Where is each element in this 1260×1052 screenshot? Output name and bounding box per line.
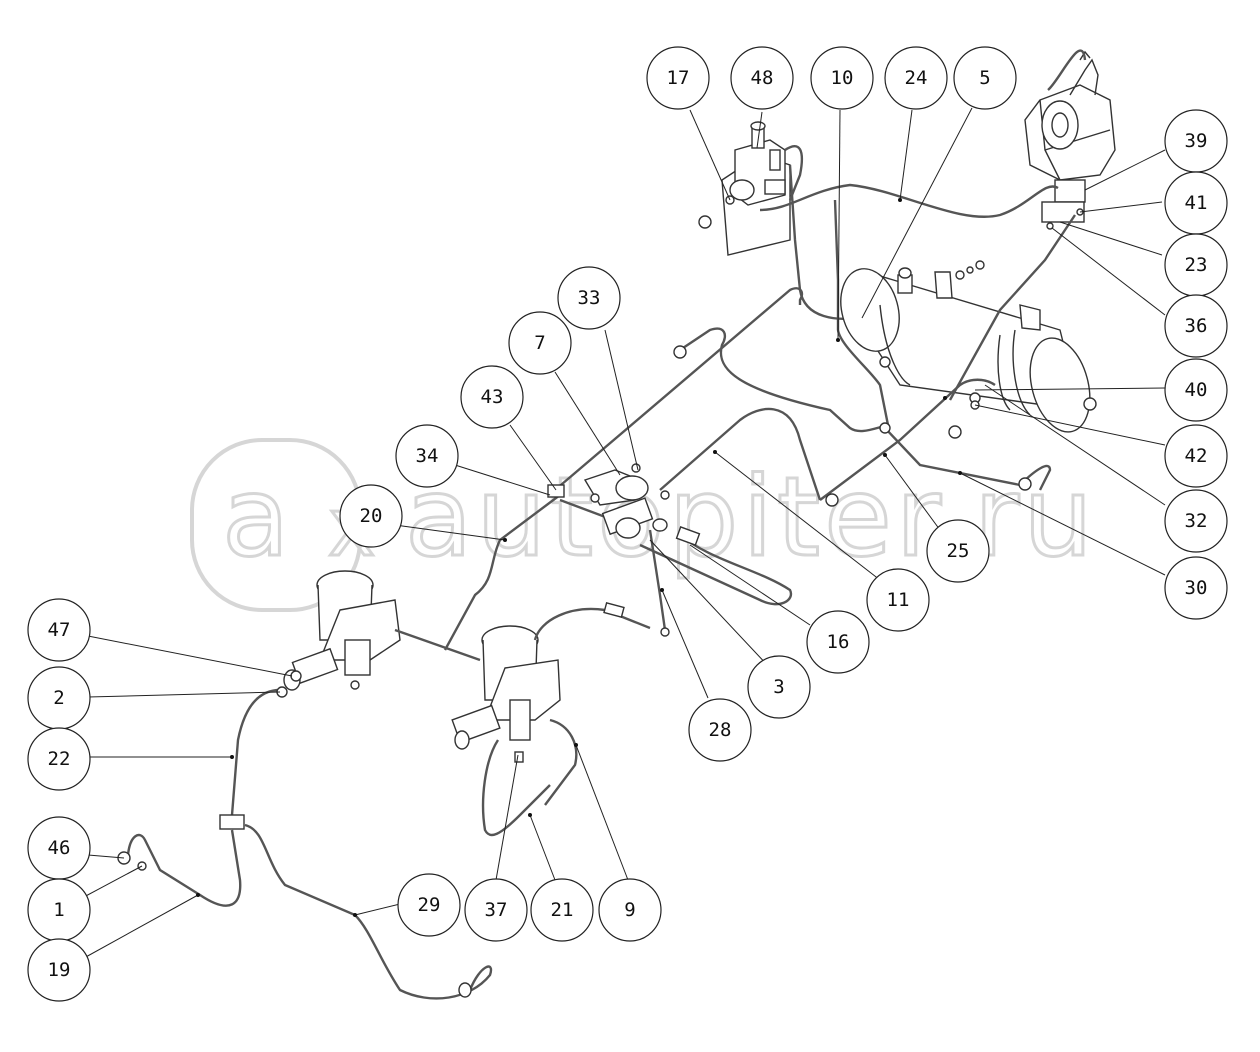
compressor-assembly (1024, 49, 1116, 230)
svg-text:24: 24 (905, 67, 928, 89)
svg-text:36: 36 (1185, 315, 1208, 337)
callouts: 17 48 10 24 5 39 41 23 36 33 7 43 34 20 … (27, 46, 1228, 1002)
fitting-32 (825, 493, 839, 507)
callout-2: 2 (27, 666, 91, 730)
fitting-29-end (458, 982, 472, 998)
callout-17: 17 (646, 46, 710, 110)
callout-41: 41 (1164, 171, 1228, 235)
svg-text:30: 30 (1185, 577, 1208, 599)
callout-19: 19 (27, 938, 91, 1002)
svg-text:16: 16 (827, 631, 850, 653)
svg-text:19: 19 (48, 959, 71, 981)
callout-24: 24 (884, 46, 948, 110)
callout-1: 1 (27, 878, 91, 942)
tube-24 (759, 183, 1059, 218)
callout-3: 3 (747, 655, 811, 719)
callout-40: 40 (1164, 358, 1228, 422)
callout-32: 32 (1164, 489, 1228, 553)
svg-text:28: 28 (709, 719, 732, 741)
svg-text:3: 3 (773, 676, 784, 698)
callout-11: 11 (866, 568, 930, 632)
tee-fitting (219, 814, 245, 830)
callout-43: 43 (460, 365, 524, 429)
tube-28 (648, 529, 667, 631)
svg-text:1: 1 (53, 899, 64, 921)
svg-text:47: 47 (48, 619, 71, 641)
svg-text:7: 7 (534, 332, 545, 354)
svg-text:32: 32 (1185, 510, 1208, 532)
watermark-text: autopiter.ru (405, 453, 1097, 581)
fitting-47 (290, 670, 302, 682)
callout-20: 20 (339, 484, 403, 548)
callout-42: 42 (1164, 424, 1228, 488)
callout-21: 21 (530, 878, 594, 942)
svg-text:22: 22 (48, 748, 71, 770)
svg-text:11: 11 (887, 589, 910, 611)
svg-text:29: 29 (418, 894, 441, 916)
svg-text:10: 10 (831, 67, 854, 89)
svg-text:46: 46 (48, 837, 71, 859)
svg-text:39: 39 (1185, 130, 1208, 152)
callout-37: 37 (464, 878, 528, 942)
callout-46: 46 (27, 816, 91, 880)
callout-25: 25 (926, 519, 990, 583)
tube-29 (244, 823, 493, 1000)
tube-20 (443, 494, 561, 651)
callout-22: 22 (27, 727, 91, 791)
svg-text:2: 2 (53, 687, 64, 709)
svg-text:23: 23 (1185, 254, 1208, 276)
svg-text:21: 21 (551, 899, 574, 921)
air-receiver-tank (840, 260, 1097, 439)
svg-text:41: 41 (1185, 192, 1208, 214)
svg-text:48: 48 (751, 67, 774, 89)
svg-text:25: 25 (947, 540, 970, 562)
brake-chamber-left (283, 570, 481, 691)
callout-36: 36 (1164, 294, 1228, 358)
tube-22 (230, 688, 281, 816)
tube-16-3 (639, 534, 793, 606)
protection-valve-assembly (698, 121, 867, 325)
tube-branch-left (679, 327, 886, 433)
svg-text:43: 43 (481, 386, 504, 408)
fitting-30 (1018, 477, 1032, 491)
svg-text:33: 33 (578, 287, 601, 309)
svg-text:42: 42 (1185, 445, 1208, 467)
callout-48: 48 (730, 46, 794, 110)
callout-47: 47 (27, 598, 91, 662)
fitting-28 (660, 627, 670, 637)
svg-text:40: 40 (1185, 379, 1208, 401)
callout-39: 39 (1164, 109, 1228, 173)
fitting-25 (879, 422, 891, 434)
fitting-left-top (673, 345, 687, 359)
svg-text:9: 9 (624, 899, 635, 921)
callout-16: 16 (806, 610, 870, 674)
callout-9: 9 (598, 878, 662, 942)
watermark-logo-letter: a (222, 453, 293, 581)
tube-9 (544, 718, 578, 806)
callout-10: 10 (810, 46, 874, 110)
leader-dots (196, 198, 962, 917)
svg-text:17: 17 (667, 67, 690, 89)
callout-7: 7 (508, 311, 572, 375)
leader-lines (81, 107, 1166, 959)
callout-29: 29 (397, 873, 461, 937)
callout-33: 33 (557, 266, 621, 330)
tube-32 (819, 378, 996, 501)
callout-28: 28 (688, 698, 752, 762)
tube-upper-branch (554, 287, 804, 491)
svg-text:37: 37 (485, 899, 508, 921)
tube-36 (948, 214, 1076, 401)
callout-34: 34 (395, 424, 459, 488)
svg-text:34: 34 (416, 445, 439, 467)
svg-text:5: 5 (979, 67, 990, 89)
brake-chamber-right (451, 601, 651, 763)
callout-30: 30 (1164, 556, 1228, 620)
tube-11 (659, 407, 822, 501)
svg-text:20: 20 (360, 505, 383, 527)
callout-23: 23 (1164, 233, 1228, 297)
callout-5: 5 (953, 46, 1017, 110)
tube-21 (481, 739, 551, 837)
